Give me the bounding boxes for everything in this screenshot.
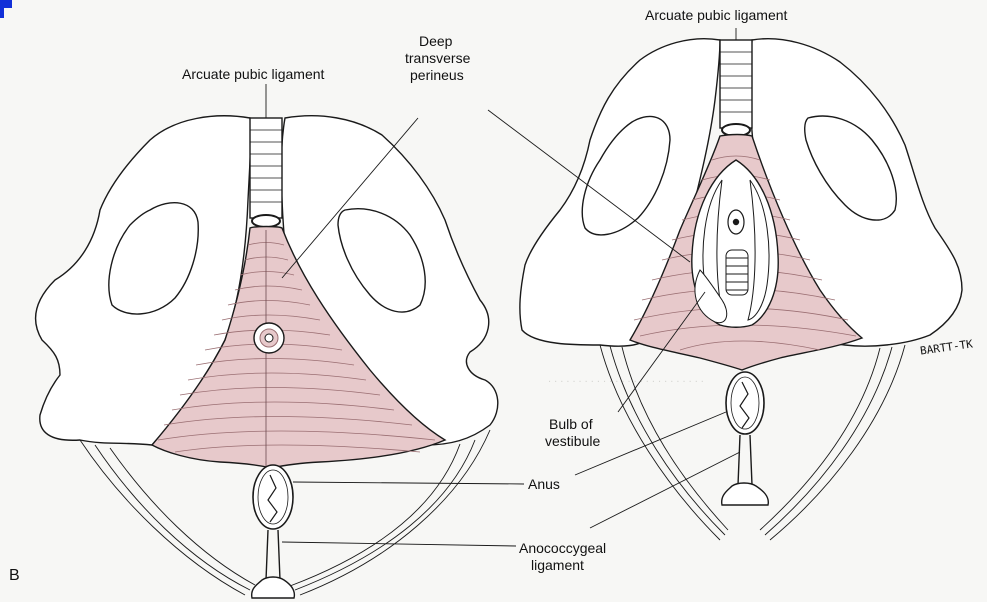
label-deep-transverse-2: transverse xyxy=(405,50,470,66)
label-anus: Anus xyxy=(528,476,560,492)
corner-mark xyxy=(0,0,12,18)
label-anococcygeal-1: Anococcygeal xyxy=(519,540,606,556)
left-figure xyxy=(36,116,498,598)
right-anococcygeal xyxy=(738,435,752,485)
label-deep-transverse-3: perineus xyxy=(410,67,464,83)
right-figure xyxy=(520,39,962,540)
panel-letter: B xyxy=(9,568,20,584)
left-pubic-symphysis xyxy=(250,118,282,218)
left-coccyx xyxy=(252,577,295,598)
label-arcuate-left: Arcuate pubic ligament xyxy=(182,66,324,82)
right-pubic-symphysis xyxy=(720,40,752,128)
leader-anococcygeal-left xyxy=(282,542,516,546)
label-arcuate-right: Arcuate pubic ligament xyxy=(645,7,787,23)
label-bulb-1: Bulb of xyxy=(549,416,593,432)
label-anococcygeal-2: ligament xyxy=(531,557,584,573)
left-arcuate-ligament xyxy=(252,215,280,227)
leader-anus-left xyxy=(293,482,524,484)
right-coccyx xyxy=(722,483,769,505)
label-deep-transverse-1: Deep xyxy=(419,33,452,49)
right-vaginal-rugae xyxy=(726,250,748,295)
left-anococcygeal xyxy=(266,530,280,580)
label-bulb-2: vestibule xyxy=(545,433,600,449)
